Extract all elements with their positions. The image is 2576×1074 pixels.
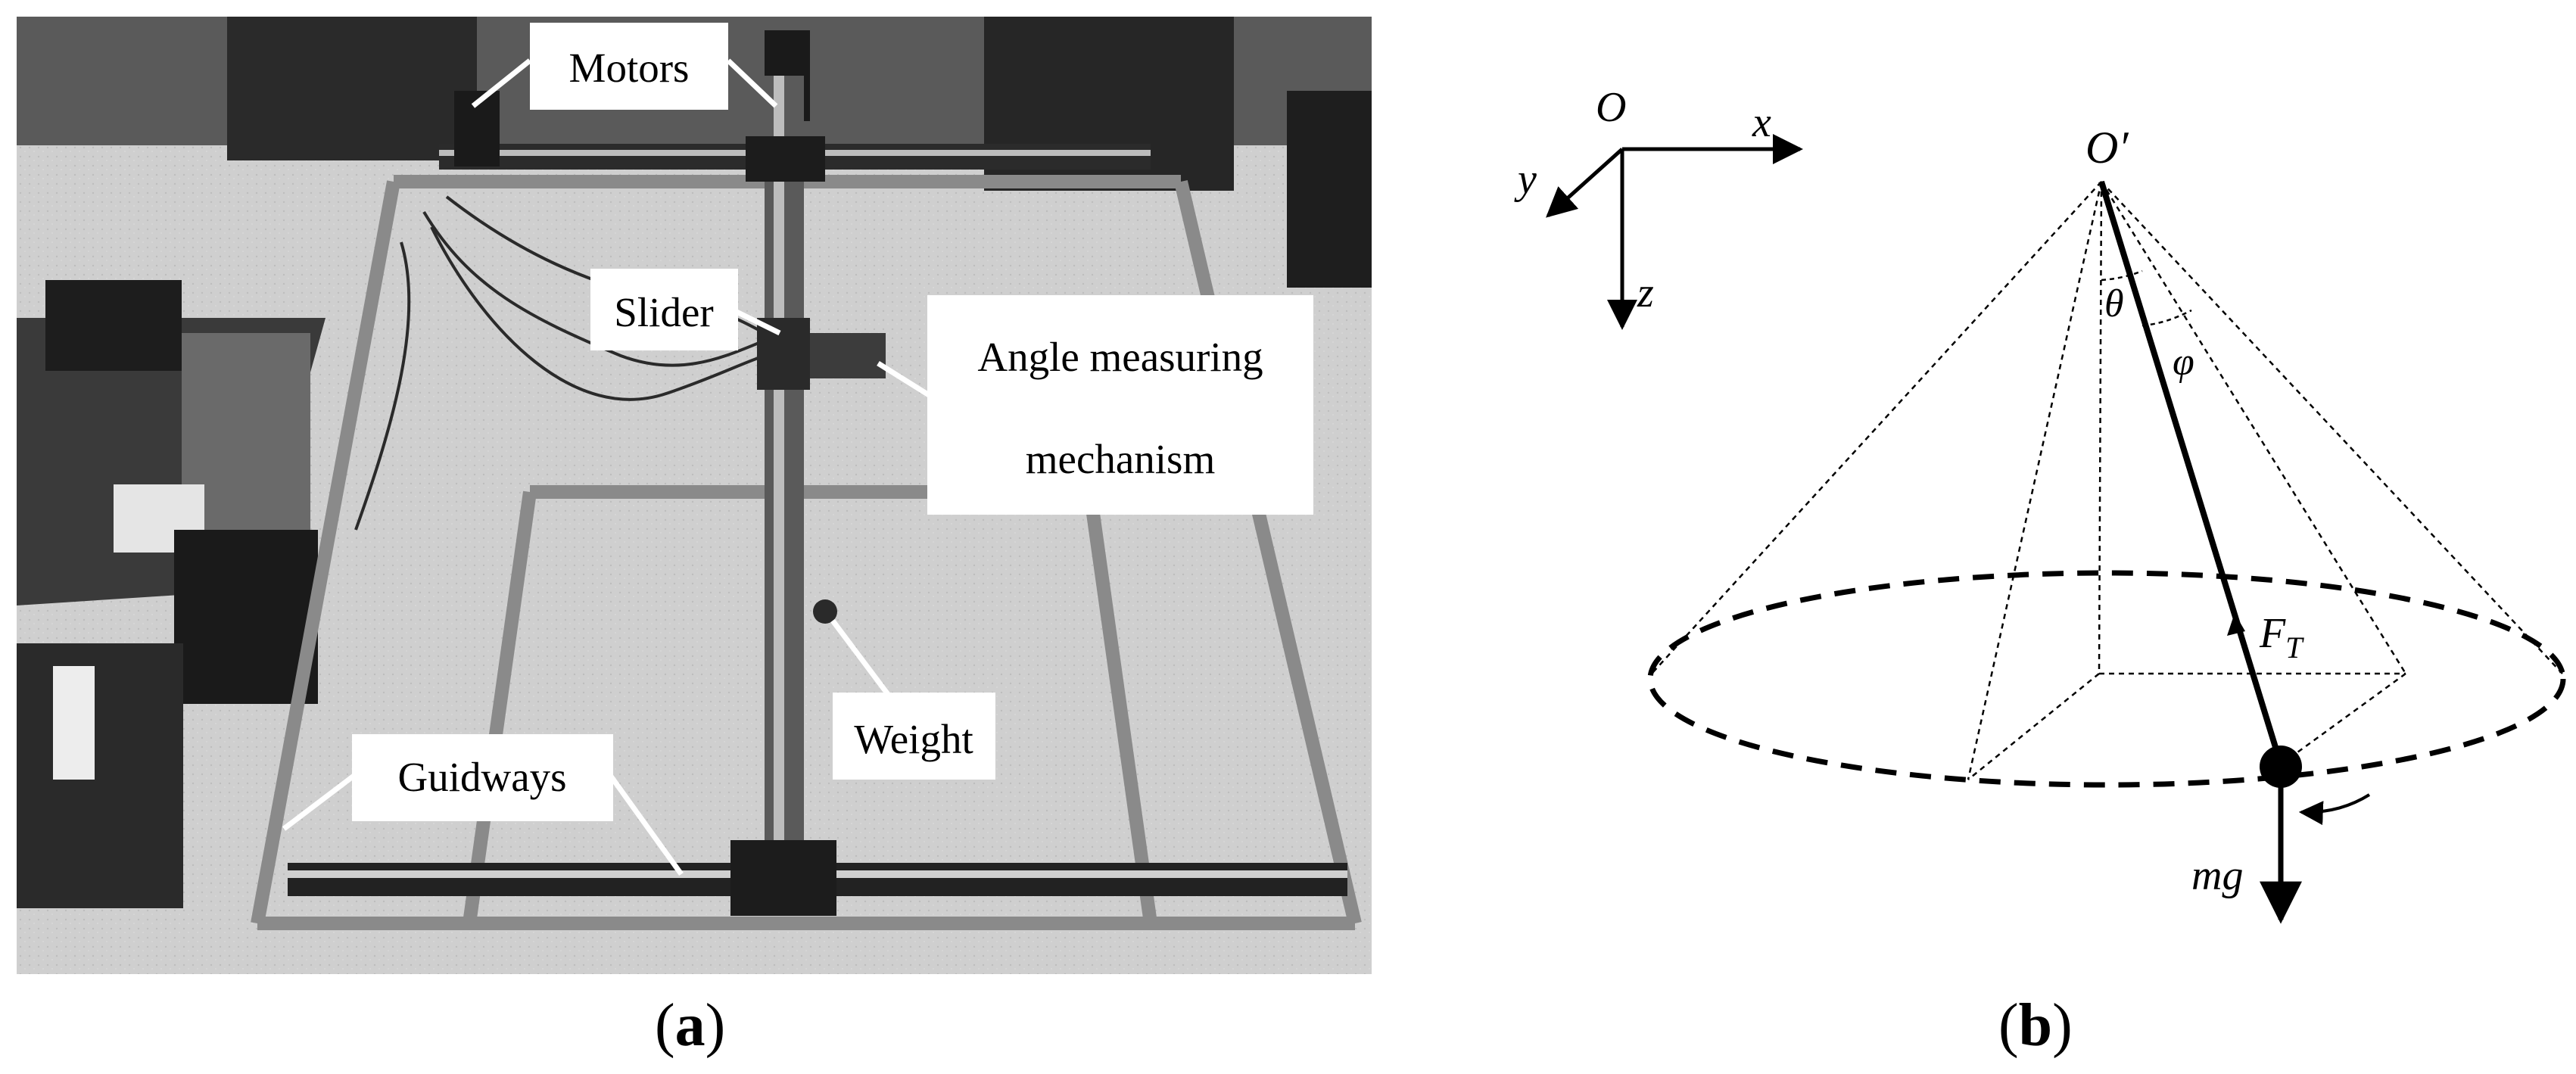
phi-arc: [2141, 309, 2192, 327]
panel-b-diagram: O x y z O′ θ φ: [1514, 84, 2566, 924]
label-slider: Slider: [590, 269, 738, 350]
svg-text:Slider: Slider: [614, 289, 713, 335]
pivot-label: O′: [2085, 123, 2129, 173]
caption-b: (b): [1998, 992, 2073, 1059]
y-axis-label: y: [1514, 156, 1537, 203]
toolbox-strip: [53, 666, 95, 780]
equipment-box: [45, 280, 182, 371]
rotation-direction-arrow: [2298, 793, 2371, 826]
cross-beam-highlight: [774, 76, 784, 893]
tension-arrowhead: [2227, 613, 2245, 636]
gravity-label: mg: [2191, 852, 2243, 899]
cabinet-dark: [227, 17, 477, 160]
cone-construction: [1651, 181, 2563, 780]
bag-dark: [1287, 91, 1372, 288]
caption-b-letter: b: [2018, 992, 2053, 1059]
svg-text:Motors: Motors: [569, 45, 690, 91]
label-guidways: Guidways: [352, 734, 613, 821]
phi-label: φ: [2173, 341, 2194, 384]
label-weight: Weight: [833, 693, 995, 780]
pendulum-string: [2098, 180, 2284, 766]
weight-ball: [813, 599, 837, 624]
bottom-carriage: [730, 840, 836, 916]
svg-text:Angle measuring: Angle measuring: [977, 334, 1263, 380]
angle-mechanism: [810, 333, 886, 378]
tension-subscript: T: [2285, 630, 2304, 665]
caption-a: (a): [655, 992, 726, 1059]
label-angle-measuring-mechanism: Angle measuring mechanism: [927, 295, 1313, 515]
z-axis-label: z: [1637, 269, 1654, 316]
x-axis-label: x: [1752, 99, 1771, 146]
svg-text:Guidways: Guidways: [397, 754, 566, 800]
panel-a-photo: Motors Slider Angle measuring mechanism …: [17, 17, 1372, 974]
orbit-ellipse: [1647, 570, 2566, 788]
callout-leaders: [282, 58, 940, 876]
label-motors: Motors: [530, 23, 728, 110]
tension-label: FT: [2259, 610, 2304, 665]
caption-a-letter: a: [674, 992, 706, 1059]
toolbox: [17, 643, 183, 908]
y-axis-arrow: [1546, 148, 1624, 218]
svg-text:mechanism: mechanism: [1026, 436, 1215, 482]
svg-text:Weight: Weight: [854, 716, 973, 762]
monitor-box: [174, 530, 318, 704]
theta-arc: [2101, 269, 2143, 282]
slider-block: [757, 318, 810, 390]
top-carriage: [746, 136, 825, 182]
theta-label: θ: [2104, 282, 2124, 325]
coordinate-frame: [1546, 134, 1803, 330]
origin-label: O: [1596, 84, 1626, 131]
